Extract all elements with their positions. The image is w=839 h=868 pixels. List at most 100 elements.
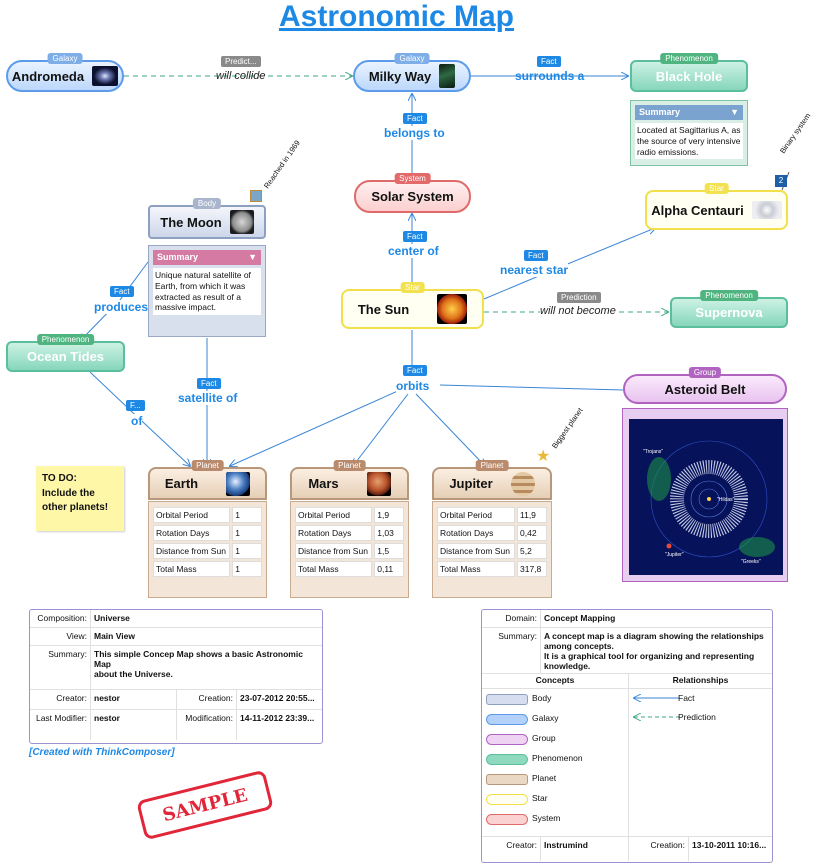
info-label: Domain:	[505, 613, 537, 623]
summary-text: Unique natural satellite of Earth, from …	[153, 268, 261, 315]
note-line: Include the	[42, 487, 95, 499]
concept-milky-way[interactable]: Galaxy Milky Way	[353, 53, 471, 92]
asteroid-belt-image: "Trojans" "Hildas" "Greeks" "Jupiter"	[629, 419, 783, 575]
reltag-prediction: Predict...	[221, 56, 261, 67]
jupiter-image	[510, 471, 535, 496]
concept-label: Andromeda	[11, 68, 85, 84]
concept-label: Black Hole	[655, 68, 723, 84]
prop-label: Rotation Days	[153, 525, 231, 541]
prop-value: 0,11	[374, 561, 404, 577]
concept-jupiter[interactable]: Planet Jupiter	[432, 460, 552, 500]
relation-surrounds-a[interactable]: surrounds a	[515, 69, 585, 83]
prop-value: 5,2	[517, 543, 547, 559]
concept-asteroid-belt[interactable]: Group Asteroid Belt	[623, 367, 787, 404]
legend-header-concepts: Concepts	[535, 675, 575, 685]
concept-tag: Group	[688, 367, 722, 378]
prop-label: Distance from Sun	[437, 543, 515, 559]
info-value: Instrumind	[540, 837, 628, 861]
summary-line: about the Universe.	[94, 669, 173, 679]
concept-tag: System	[394, 173, 431, 184]
relation-will-collide[interactable]: will collide	[216, 70, 266, 82]
prop-value: 1	[232, 525, 262, 541]
summary-the-moon: Summary▼ Unique natural satellite of Ear…	[148, 245, 266, 337]
concept-mars[interactable]: Planet Mars	[290, 460, 409, 500]
note-line: other planets!	[42, 502, 109, 513]
collapse-icon[interactable]: ▼	[730, 107, 739, 117]
reltag-fact: Fact	[403, 231, 427, 242]
relation-produces[interactable]: produces	[94, 300, 149, 314]
relation-orbits[interactable]: orbits	[396, 379, 430, 393]
concept-tag: Phenomenon	[700, 290, 758, 301]
info-value: This simple Concep Map shows a basic Ast…	[90, 646, 320, 689]
map-info-panel: Composition:Universe View:Main View Summ…	[29, 609, 323, 744]
todo-note: TO DO: Include the other planets!	[36, 466, 124, 531]
relation-of[interactable]: of	[131, 414, 143, 428]
legend-swatch-group	[486, 734, 528, 745]
legend-swatch-galaxy	[486, 714, 528, 725]
concept-supernova[interactable]: Phenomenon Supernova	[670, 290, 788, 328]
concept-ocean-tides[interactable]: Phenomenon Ocean Tides	[6, 334, 125, 372]
legend-label: Prediction	[678, 712, 716, 722]
legend-swatch-body	[486, 694, 528, 705]
reltag-fact: Fact	[197, 378, 221, 389]
concept-label: Solar System	[371, 189, 454, 204]
info-label: Last Modifier:	[35, 713, 87, 723]
concept-label: Ocean Tides	[26, 349, 105, 364]
relation-satellite-of[interactable]: satellite of	[178, 391, 238, 405]
prop-label: Distance from Sun	[295, 543, 373, 559]
info-value: A concept map is a diagram showing the r…	[540, 628, 770, 673]
label-trojans: "Trojans"	[643, 449, 663, 455]
concept-the-sun[interactable]: Star The Sun	[341, 282, 484, 329]
concept-alpha-centauri[interactable]: Star Alpha Centauri	[645, 183, 788, 230]
concept-andromeda[interactable]: Galaxy Andromeda	[6, 53, 124, 92]
concept-tag: Phenomenon	[36, 334, 95, 345]
legend-label: Fact	[678, 693, 695, 703]
mars-image	[366, 471, 391, 496]
concept-earth[interactable]: Planet Earth	[148, 460, 267, 500]
legend-label: Planet	[532, 773, 557, 783]
concept-label: Supernova	[695, 305, 763, 320]
legend-swatch-phenomenon	[486, 754, 528, 765]
legend-label: Star	[532, 793, 548, 803]
legend-header-relationships: Relationships	[628, 674, 772, 688]
line-orbits-jupiter	[415, 393, 485, 466]
info-label: Creator:	[56, 693, 87, 703]
summary-text: Located at Sagittarius A, as the source …	[635, 123, 743, 160]
created-with-credit[interactable]: [Created with ThinkComposer]	[29, 747, 175, 758]
prop-value: 1,9	[374, 507, 404, 523]
star-image	[751, 201, 782, 219]
prop-value: 11,9	[517, 507, 547, 523]
collapse-icon[interactable]: ▼	[248, 252, 257, 262]
reltag-fact: Fact	[110, 286, 134, 297]
concept-tag: Galaxy	[394, 53, 430, 64]
prop-value: 0,42	[517, 525, 547, 541]
concept-solar-system[interactable]: System Solar System	[354, 173, 471, 213]
earth-image	[226, 471, 251, 496]
map-title: Astronomic Map	[278, 0, 515, 33]
concept-label: Earth	[164, 476, 199, 491]
relation-will-not-become[interactable]: will not become	[540, 305, 616, 317]
legend-relationship-lines	[630, 689, 680, 729]
legend-area: Body Galaxy Group Phenomenon Planet Star…	[482, 689, 772, 837]
prop-value: 1	[232, 543, 262, 559]
relation-center-of[interactable]: center of	[388, 244, 439, 258]
concept-label: Mars	[308, 476, 339, 491]
legend-label: Phenomenon	[532, 753, 583, 763]
legend-swatch-planet	[486, 774, 528, 785]
reltag-fact: Fact	[403, 365, 427, 376]
summary-line: It is a graphical tool for organizing an…	[544, 651, 755, 671]
relation-nearest-star[interactable]: nearest star	[500, 263, 569, 277]
prop-value: 317,8	[517, 561, 547, 577]
concept-tag: Planet	[475, 460, 509, 471]
moon-image	[229, 210, 254, 234]
line-orbits-asteroidbelt	[439, 384, 624, 391]
concept-the-moon[interactable]: Body The Moon	[148, 198, 266, 239]
relation-belongs-to[interactable]: belongs to	[384, 126, 445, 140]
star-icon: ★	[536, 448, 551, 465]
concept-tag: Body	[192, 198, 222, 209]
summary-line: This simple Concep Map shows a basic Ast…	[94, 649, 303, 669]
concept-black-hole[interactable]: Phenomenon Black Hole	[630, 53, 748, 92]
concept-label: The Sun	[357, 301, 410, 317]
